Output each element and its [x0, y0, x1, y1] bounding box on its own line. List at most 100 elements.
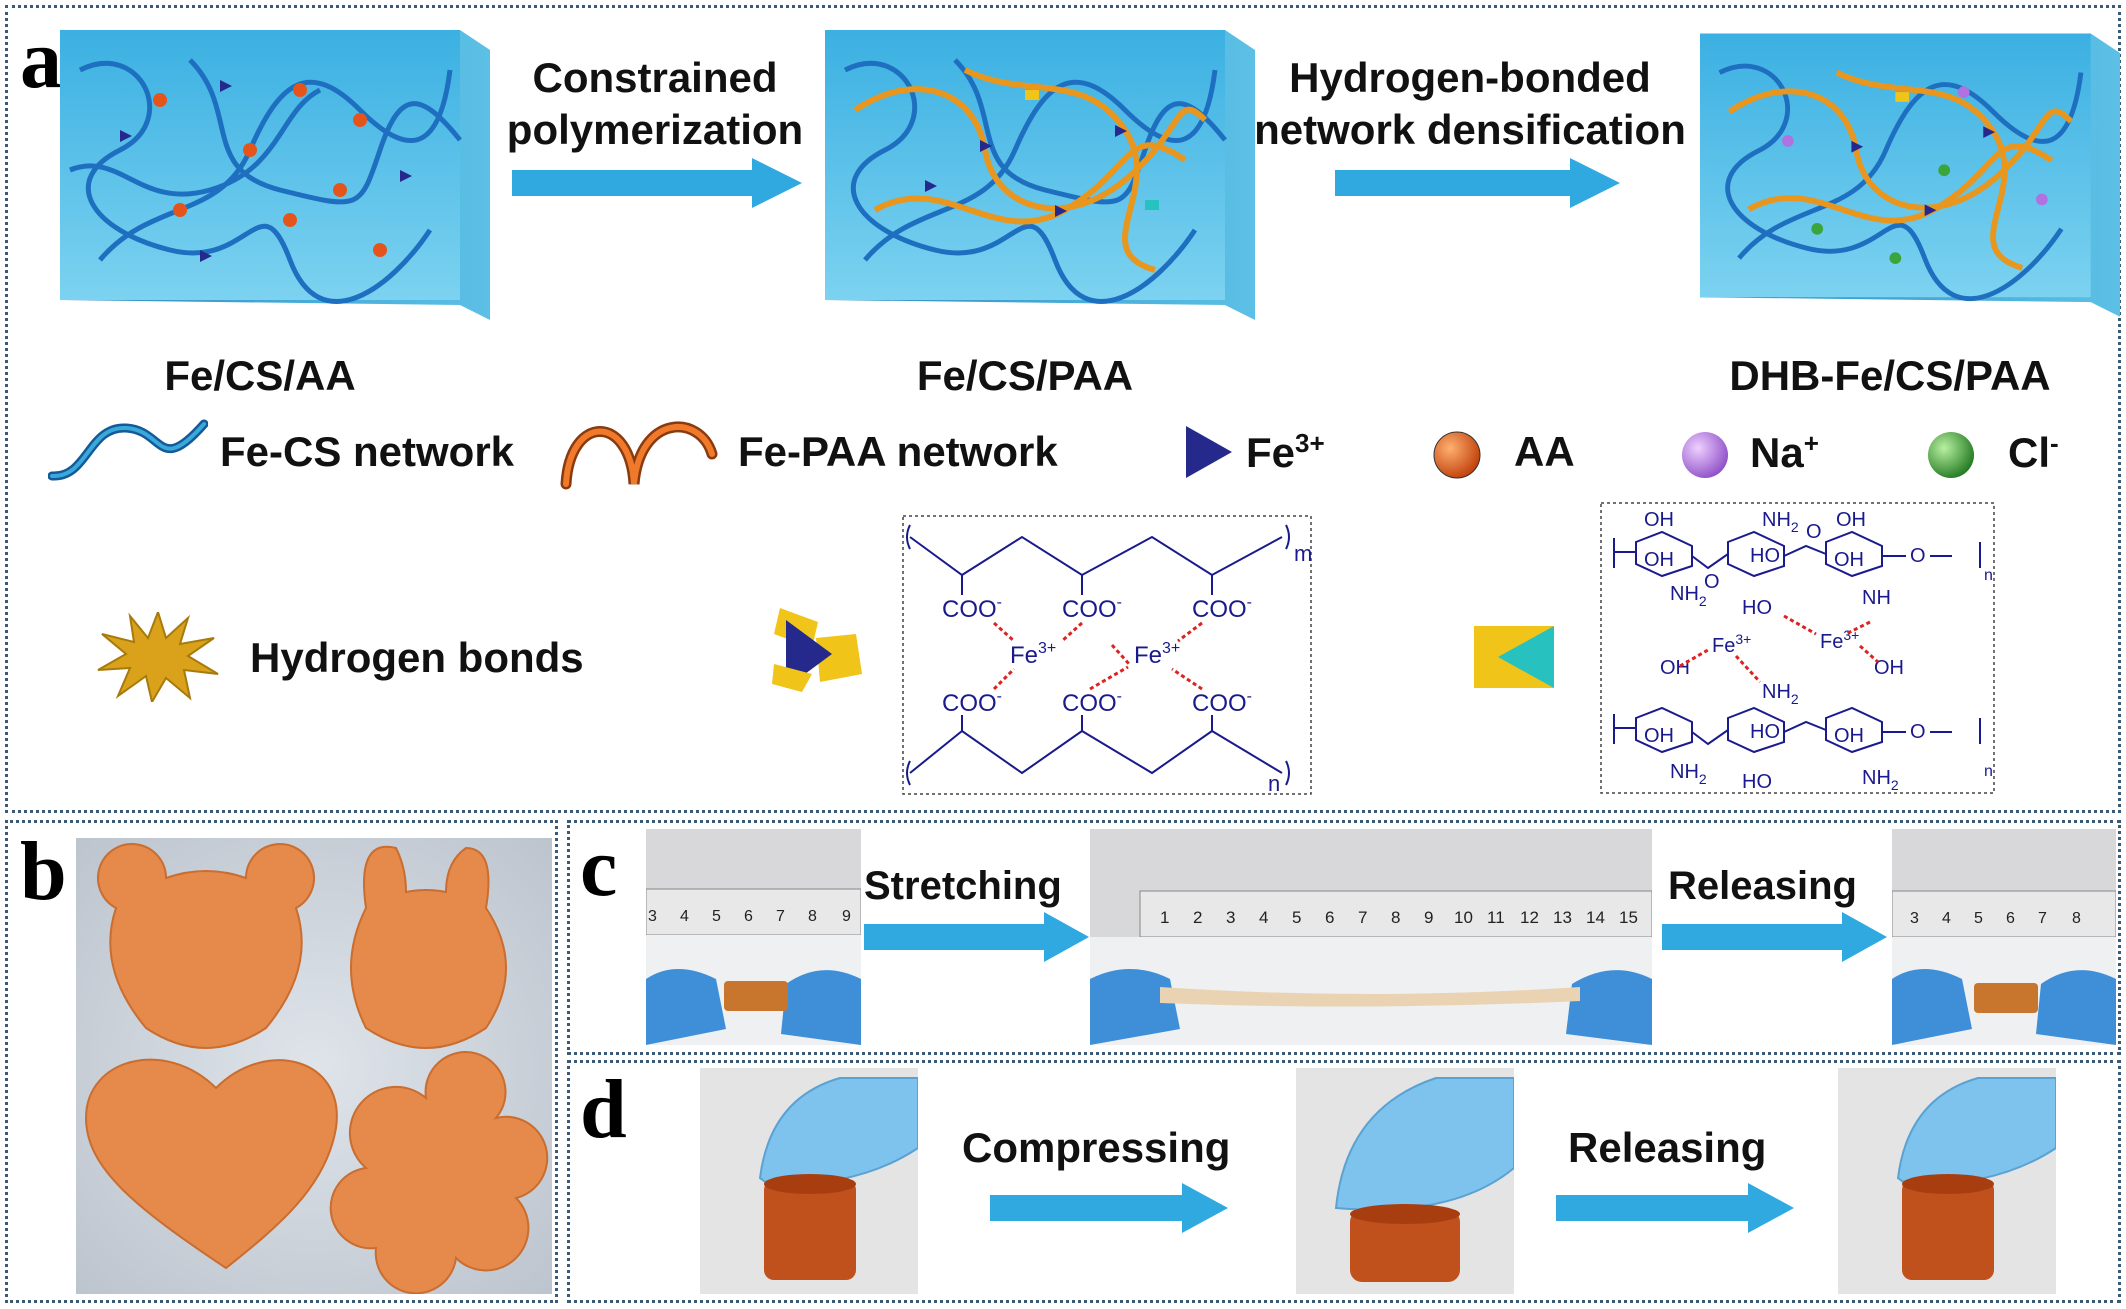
stretch-photo-released: 3 4 5 6 7 8: [1892, 829, 2116, 1045]
hydrogen-bond-star-icon: [97, 612, 219, 702]
panel-label-a: a: [20, 13, 62, 106]
fe-carboxylate-crosslink-icon: [772, 608, 862, 692]
chitosan-fe-coordination-structure: OH OH NH2 O NH2 HO HO OH O OH NH O n Fe3…: [1600, 502, 1995, 794]
tick-4: 4: [680, 908, 689, 925]
aa-sphere-icon: [1433, 431, 1481, 479]
tick-4: 4: [1942, 910, 1951, 927]
heart-shaped-gel: [84, 1058, 338, 1270]
legend-na-sup: +: [1803, 428, 1819, 458]
tick-4: 4: [1259, 908, 1268, 927]
tick-13: 13: [1553, 908, 1572, 927]
rabbit-shaped-gel: [350, 845, 507, 1049]
tick-8: 8: [2072, 910, 2081, 927]
tick-5: 5: [1974, 910, 1983, 927]
panel-label-b: b: [20, 825, 67, 918]
tick-2: 2: [1193, 908, 1202, 927]
cs-fe-2: Fe3+: [1820, 627, 1859, 653]
cs-oh-6: OH: [1874, 657, 1904, 679]
cs-oh-8: OH: [1834, 725, 1864, 747]
step-hydrogen-bonded-densification: Hydrogen-bonded network densification: [1230, 52, 1710, 156]
tick-5: 5: [1292, 908, 1301, 927]
cs-nh-1: NH: [1862, 587, 1891, 609]
fe3-triangle-icon: [1186, 426, 1232, 478]
legend-na-text: Na: [1750, 429, 1804, 476]
cs-fe-1: Fe3+: [1712, 631, 1751, 657]
cs-ho-4: HO: [1742, 771, 1772, 793]
paa-fe-2: Fe3+: [1134, 640, 1180, 669]
paa-fe-coordination-structure: COO- COO- COO- COO- COO- COO- Fe3+ Fe3+ …: [902, 515, 1312, 795]
tick-8: 8: [1391, 908, 1400, 927]
paa-coo-2: COO-: [1062, 594, 1122, 623]
panel-b: [5, 820, 558, 1303]
tick-9: 9: [842, 908, 851, 925]
fe-chitosan-crosslink-icon: [1474, 626, 1554, 688]
panel-c: [567, 820, 2121, 1055]
cs-n-2: n: [1984, 763, 1993, 780]
legend-fe-sup: 3+: [1295, 428, 1325, 458]
arrow-a-2: [1335, 158, 1620, 208]
bear-shaped-gel: [97, 843, 315, 1049]
label-compressing: Compressing: [962, 1124, 1231, 1171]
flower-shaped-gel: [329, 1051, 549, 1294]
cs-nh2-3: NH2: [1762, 681, 1799, 707]
paa-m: m: [1294, 541, 1312, 566]
legend-fe-paa-network: Fe-PAA network: [738, 428, 1058, 475]
cl-sphere-icon: [1928, 432, 1974, 478]
arrow-d-2: [1556, 1183, 1794, 1233]
end-ruler-ticks: 3 4 5 6 7 8: [1910, 910, 2081, 927]
tick-7: 7: [1358, 908, 1367, 927]
legend-hydrogen-bonds: Hydrogen bonds: [250, 634, 584, 681]
cs-o-3: O: [1910, 545, 1926, 567]
tick-5: 5: [712, 908, 721, 925]
fe-cs-network-icon: [48, 419, 208, 481]
long-ruler-ticks: 1 2 3 4 5 6 7 8 9 10 11 12 13 14 15: [1160, 908, 1638, 927]
tick-6: 6: [1325, 908, 1334, 927]
shaped-hydrogel-photo: [76, 838, 552, 1294]
cs-n-1: n: [1984, 567, 1993, 584]
legend-na: Na+: [1750, 428, 1819, 477]
tick-7: 7: [2038, 910, 2047, 927]
na-sphere-icon: [1682, 432, 1728, 478]
cs-nh2-1: NH2: [1670, 583, 1707, 609]
step1-line1: Constrained: [532, 54, 778, 101]
tick-12: 12: [1520, 908, 1539, 927]
paa-coo-1: COO-: [942, 594, 1002, 623]
arrow-c-1: [864, 912, 1089, 962]
panel-d: [567, 1060, 2121, 1303]
cs-o-1: O: [1704, 571, 1720, 593]
tick-1: 1: [1160, 908, 1169, 927]
legend-cl: Cl-: [2008, 428, 2059, 477]
legend-fe-text: Fe: [1246, 429, 1296, 476]
step2-line1: Hydrogen-bonded: [1289, 54, 1651, 101]
compress-photo-initial: [700, 1068, 918, 1294]
legend-fe3: Fe3+: [1246, 428, 1325, 477]
label-releasing-c: Releasing: [1668, 864, 1857, 908]
legend-aa: AA: [1514, 428, 1575, 475]
arrow-c-2: [1662, 912, 1887, 962]
tick-10: 10: [1454, 908, 1473, 927]
arrow-a-1: [512, 158, 802, 208]
cs-nh2-2: NH2: [1762, 509, 1799, 535]
tick-6: 6: [2006, 910, 2015, 927]
stage-label-dhb-fe-cs-paa: DHB-Fe/CS/PAA: [1729, 352, 2051, 399]
step-constrained-polymerization: Constrained polymerization: [490, 52, 820, 156]
tick-8: 8: [808, 908, 817, 925]
tick-15: 15: [1619, 908, 1638, 927]
step1-line2: polymerization: [506, 106, 804, 153]
tick-11: 11: [1487, 908, 1505, 927]
tick-3: 3: [648, 908, 657, 925]
cs-oh-4: OH: [1834, 549, 1864, 571]
cs-oh-3: OH: [1836, 509, 1866, 531]
hydrogel-cube-fe-cs-aa: [60, 30, 490, 320]
arrow-d-1: [990, 1183, 1228, 1233]
cs-oh-2: OH: [1644, 549, 1674, 571]
cs-ho-2: HO: [1742, 597, 1772, 619]
paa-coo-5: COO-: [1062, 688, 1122, 717]
cs-nh2-4: NH2: [1670, 761, 1707, 787]
legend-fe-cs-network: Fe-CS network: [220, 428, 515, 475]
stretch-photo-initial: 3 4 5 6 7 8 9: [646, 829, 861, 1045]
cs-oh-7: OH: [1644, 725, 1674, 747]
stage-label-fe-cs-aa: Fe/CS/AA: [164, 352, 356, 399]
paa-coo-3: COO-: [1192, 594, 1252, 623]
tick-3: 3: [1910, 910, 1919, 927]
